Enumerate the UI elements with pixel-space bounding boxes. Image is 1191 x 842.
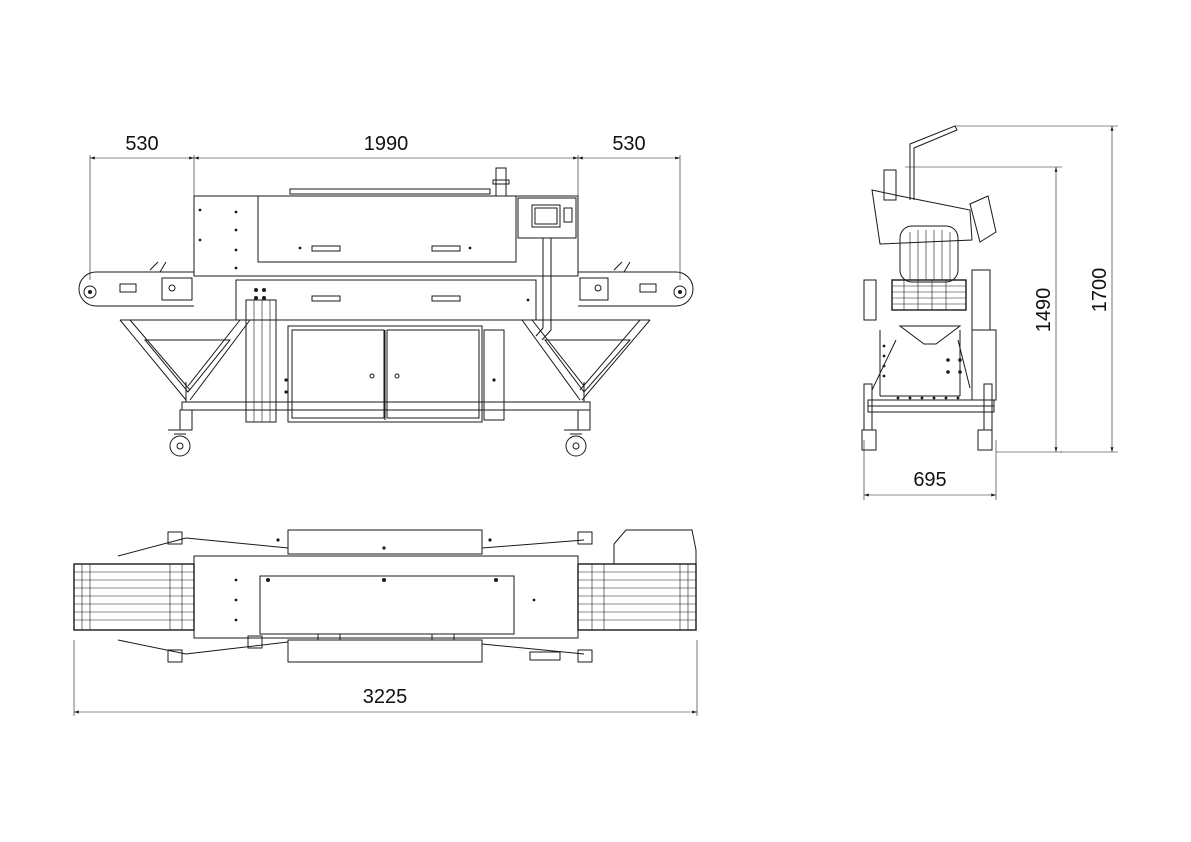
top-machine	[73, 529, 697, 663]
side-rivets	[882, 344, 962, 400]
machine-frame	[119, 319, 651, 411]
side-machine	[861, 125, 997, 451]
top-rivets	[234, 538, 536, 622]
side-view: 695 1490 1700	[861, 125, 1118, 500]
front-casters	[168, 409, 591, 457]
dim-total-length: 3225	[363, 686, 408, 708]
left-conveyor	[78, 261, 194, 307]
side-grille	[909, 230, 951, 280]
top-dimension-lines	[73, 640, 698, 716]
dim-side-depth: 695	[913, 469, 946, 491]
front-view: 530 1990 530	[78, 133, 694, 457]
right-belt-lines	[578, 564, 696, 630]
top-view: 3225	[73, 529, 698, 716]
side-drum-lines	[892, 280, 966, 310]
right-conveyor	[578, 261, 694, 307]
dim-total-height: 1700	[1089, 268, 1111, 313]
front-dimension-lines	[89, 155, 681, 280]
body-screws	[198, 208, 530, 394]
left-belt-lines	[74, 564, 194, 630]
dim-center-body: 1990	[364, 133, 409, 155]
dim-left-conveyor: 530	[125, 133, 158, 155]
machine-body	[193, 167, 579, 423]
side-dimension-lines	[863, 125, 1118, 500]
dim-right-conveyor: 530	[612, 133, 645, 155]
dim-body-height: 1490	[1033, 288, 1055, 333]
